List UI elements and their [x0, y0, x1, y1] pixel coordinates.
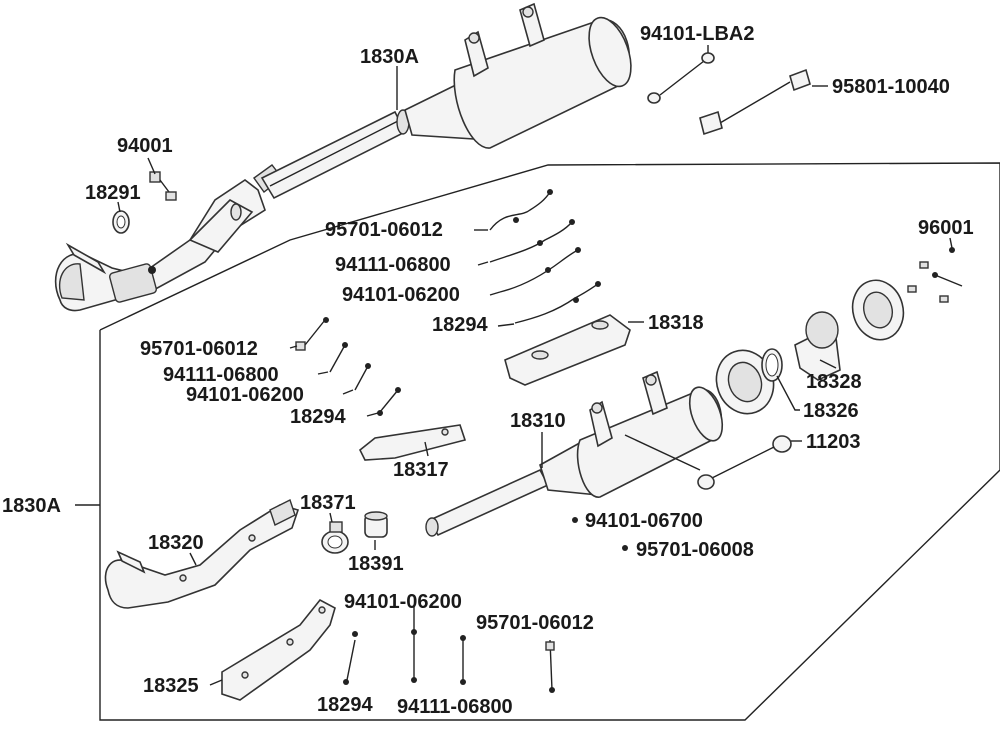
bolt-94001 [149, 171, 177, 201]
label-96001: 96001 [918, 217, 974, 239]
header-pipe-18320 [104, 499, 300, 609]
label-94101-lba2: 94101-LBA2 [640, 23, 755, 45]
label-94111-06800-b: 94111-06800 [163, 364, 279, 386]
label-18326: 18326 [803, 400, 859, 422]
label-94001: 94001 [117, 135, 173, 157]
label-95701-06008: 95701-06008 [636, 539, 754, 561]
part-labels: 1830A 94001 18291 94101-LBA2 95801-10040… [2, 23, 974, 718]
grommet-11203 [697, 435, 792, 490]
end-cap-parts [715, 279, 905, 415]
washer-94101-06700 [572, 517, 578, 523]
fasteners-96001 [907, 247, 963, 303]
hardware-group-bottom [343, 612, 555, 693]
label-18391: 18391 [348, 553, 404, 575]
muffler-18310 [425, 370, 724, 537]
label-11203: 11203 [806, 431, 861, 453]
label-95701-06012-a: 95701-06012 [325, 219, 443, 241]
heat-shield-18325 [221, 598, 336, 701]
label-95801-10040: 95801-10040 [832, 76, 950, 98]
label-18291: 18291 [85, 182, 141, 204]
hardware-group-left [295, 317, 401, 416]
nut-95701-06008 [622, 545, 628, 551]
heat-shield-18318 [504, 314, 631, 386]
label-94101-06200-b: 94101-06200 [186, 384, 304, 406]
breakdown-frame [99, 162, 1000, 721]
label-18294-b: 18294 [290, 406, 346, 428]
label-assy-top: 1830A [360, 46, 419, 68]
bolt-95801-10040 [699, 68, 811, 136]
clamp-18371 [321, 521, 349, 554]
label-94101-06200-c: 94101-06200 [344, 591, 462, 613]
label-assy-side: 1830A [2, 495, 61, 517]
heat-shield-18317 [358, 424, 467, 461]
label-18371: 18371 [300, 492, 356, 514]
label-18294-c: 18294 [317, 694, 373, 716]
label-18294-a: 18294 [432, 314, 488, 336]
label-94101-06700: 94101-06700 [585, 510, 703, 532]
label-95701-06012-c: 95701-06012 [476, 612, 594, 634]
hardware-group-upper [489, 189, 601, 324]
label-18320: 18320 [148, 532, 204, 554]
label-94111-06800-a: 94111-06800 [335, 254, 451, 276]
label-94101-06200-a: 94101-06200 [342, 284, 460, 306]
leader-lines [75, 45, 953, 686]
label-94111-06800-c: 94111-06800 [397, 696, 513, 718]
label-18318: 18318 [648, 312, 704, 334]
assembled-exhaust [54, 2, 632, 312]
label-18325: 18325 [143, 675, 199, 697]
gasket-18391 [364, 511, 388, 538]
washer-94101-lba2 [647, 52, 715, 104]
label-18317: 18317 [393, 459, 449, 481]
label-18310: 18310 [510, 410, 566, 432]
gasket-18291 [112, 210, 130, 234]
label-18328: 18328 [806, 371, 862, 393]
label-95701-06012-b: 95701-06012 [140, 338, 258, 360]
